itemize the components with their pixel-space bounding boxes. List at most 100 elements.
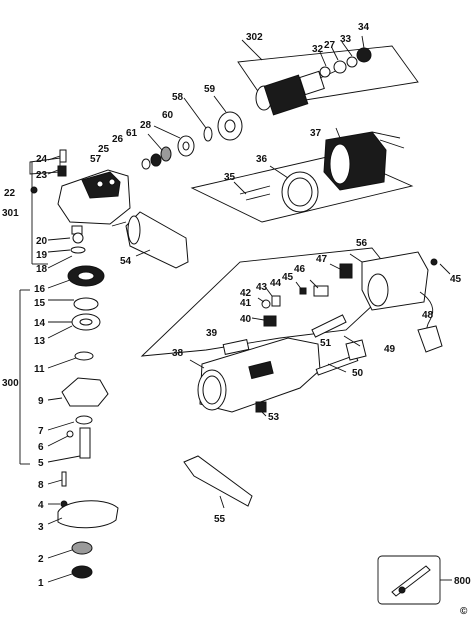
callout-2: 2 [38, 554, 44, 565]
callout-39: 39 [206, 328, 218, 339]
callout-22: 22 [4, 188, 16, 199]
callout-43: 43 [256, 282, 268, 293]
callout-23: 23 [36, 170, 48, 181]
callout-41: 41 [240, 298, 252, 309]
callout-36: 36 [256, 154, 268, 165]
capacitor-49 [311, 314, 347, 338]
callout-45-mid: 45 [282, 272, 294, 283]
side-handle-54 [111, 211, 189, 269]
callout-59: 59 [204, 84, 216, 95]
motor-housing-assembly [140, 247, 451, 417]
callout-33: 33 [340, 34, 352, 45]
callout-45-right: 45 [450, 274, 462, 285]
callout-6: 6 [38, 442, 44, 453]
callout-54: 54 [120, 256, 132, 267]
callout-51: 51 [320, 338, 332, 349]
callout-1: 1 [38, 578, 44, 589]
callout-3: 3 [38, 522, 44, 533]
circlip-58 [203, 126, 213, 142]
brush-46 [313, 285, 329, 297]
callout-302: 302 [246, 32, 263, 43]
callout-26: 26 [112, 134, 124, 145]
flange-nut-1 [71, 565, 93, 579]
callout-35: 35 [224, 172, 236, 183]
callout-24: 24 [36, 154, 48, 165]
bearing-flange-9 [61, 377, 109, 407]
callout-42: 42 [240, 288, 252, 299]
callout-labels: 302 34 27 33 32 58 59 28 60 61 26 25 57 … [2, 22, 471, 617]
copyright-symbol: © [460, 606, 468, 617]
label-39 [222, 339, 250, 355]
callout-53: 53 [268, 412, 280, 423]
callout-28: 28 [140, 120, 152, 131]
armature-assembly [237, 35, 419, 116]
callout-57: 57 [90, 154, 102, 165]
bearing-32 [319, 66, 331, 78]
callout-14: 14 [34, 318, 46, 329]
callout-61: 61 [126, 128, 138, 139]
pinion-61 [160, 146, 172, 162]
bearing-7 [75, 415, 93, 425]
spindle-assembly [19, 265, 109, 465]
callout-25: 25 [98, 144, 110, 155]
brush-43 [271, 295, 281, 307]
callout-27: 27 [324, 40, 336, 51]
callout-44: 44 [270, 278, 282, 289]
flange-2 [71, 541, 93, 555]
callout-49: 49 [384, 344, 396, 355]
spindle-5 [79, 427, 91, 459]
circlip-11 [74, 351, 94, 361]
callout-34: 34 [358, 22, 370, 33]
callout-8: 8 [38, 480, 44, 491]
screw-45 [430, 258, 438, 266]
callout-15: 15 [34, 298, 46, 309]
callout-16: 16 [34, 284, 46, 295]
callout-48: 48 [422, 310, 434, 321]
callout-20: 20 [36, 236, 48, 247]
washer-27 [346, 56, 358, 68]
screw-8 [61, 471, 67, 487]
callout-47: 47 [316, 254, 328, 265]
callout-7: 7 [38, 426, 44, 437]
callout-13: 13 [34, 336, 46, 347]
callout-18: 18 [36, 264, 48, 275]
guard-3 [57, 500, 119, 529]
button-53 [255, 401, 267, 413]
callout-301: 301 [2, 208, 19, 219]
holder-44 [299, 287, 307, 295]
wrench-55 [183, 455, 253, 509]
guard-and-flanges [47, 471, 119, 583]
switch-47 [339, 263, 353, 279]
switch-51 [345, 339, 367, 361]
callout-56: 56 [356, 238, 368, 249]
group-outline-stator [190, 153, 414, 223]
screw-22 [30, 186, 38, 194]
stator-assembly [190, 127, 414, 223]
callout-46: 46 [294, 264, 306, 275]
callout-5: 5 [38, 458, 44, 469]
callout-300: 300 [2, 378, 19, 389]
washer-25 [141, 158, 151, 170]
callout-9: 9 [38, 396, 44, 407]
gear-26 [150, 153, 162, 167]
callout-58: 58 [172, 92, 184, 103]
callout-38: 38 [172, 348, 184, 359]
callout-11: 11 [34, 364, 45, 375]
callout-55: 55 [214, 514, 226, 525]
gear-head-assembly [29, 149, 131, 269]
cable-48 [417, 325, 443, 353]
callout-4: 4 [38, 500, 44, 511]
callout-37: 37 [310, 128, 322, 139]
kit-800-box [377, 555, 452, 605]
callout-800: 800 [454, 576, 471, 587]
washer-14 [73, 297, 99, 311]
callout-40: 40 [240, 314, 252, 325]
spindle-lock-24 [59, 149, 67, 163]
key-6 [66, 430, 74, 438]
callout-50: 50 [352, 368, 364, 379]
brush-holder-40 [263, 315, 277, 327]
callout-60: 60 [162, 110, 174, 121]
pinion-stack [141, 95, 243, 170]
